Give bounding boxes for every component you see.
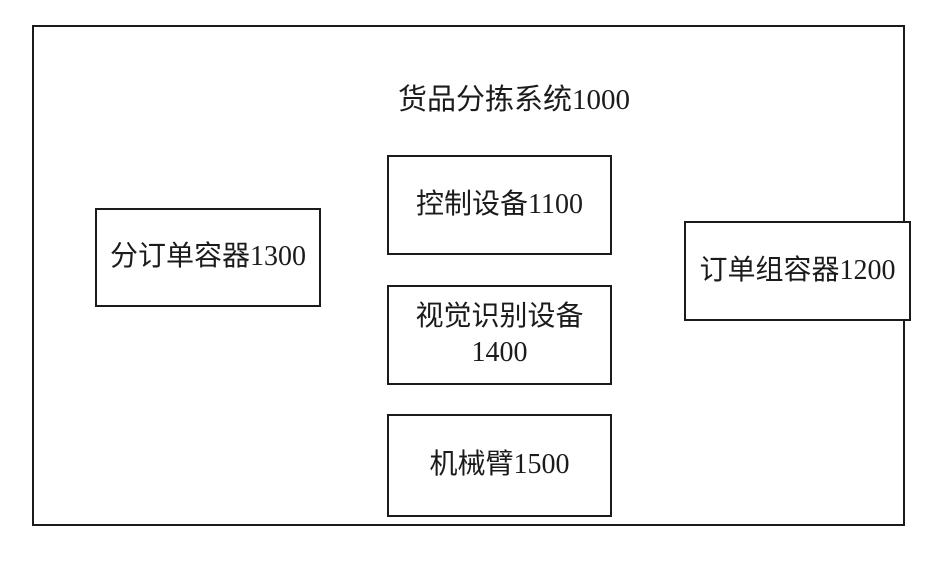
box-label-visual-recognition-device: 视觉识别设备 1400: [415, 300, 584, 368]
box-control-device: 控制设备1100: [387, 155, 612, 255]
system-boundary-box: 货品分拣系统1000 控制设备1100 视觉识别设备 1400 机械臂1500 …: [32, 25, 911, 526]
box-visual-recognition-device: 视觉识别设备 1400: [387, 285, 612, 385]
box-label-robotic-arm: 机械臂1500: [429, 449, 570, 481]
box-label-sub-order-container: 分订单容器1300: [109, 241, 306, 273]
box-sub-order-container: 分订单容器1300: [95, 208, 321, 307]
box-label-order-group-container: 订单组容器1200: [699, 254, 896, 286]
box-robotic-arm: 机械臂1500: [387, 414, 612, 517]
box-order-group-container: 订单组容器1200: [684, 221, 911, 321]
box-label-control-device: 控制设备1100: [416, 188, 583, 220]
diagram-title: 货品分拣系统1000: [397, 84, 631, 116]
